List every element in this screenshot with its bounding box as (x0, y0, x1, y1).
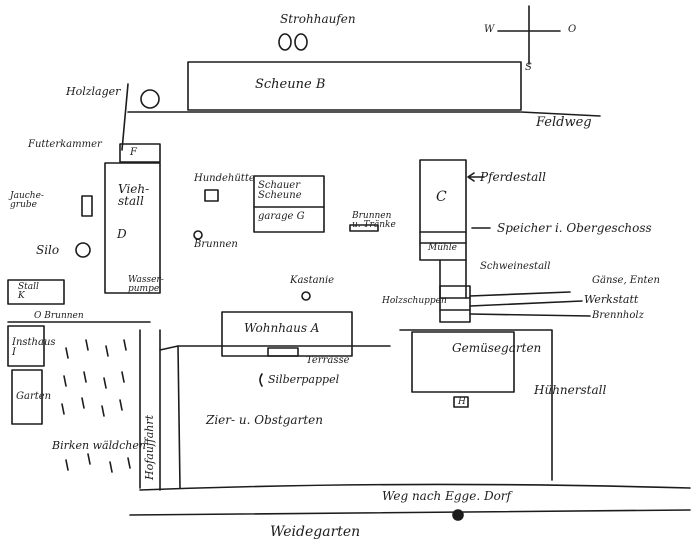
label-silberpappel: Silberpappel (268, 373, 340, 386)
label-h: H (458, 397, 466, 407)
label-schweinestall: Schweinestall (480, 261, 551, 272)
label-c: C (436, 189, 447, 205)
hundehuette-box (204, 189, 219, 202)
garten-bed (11, 369, 43, 425)
viehstall-building (104, 162, 161, 294)
compass-w-label: W (484, 24, 495, 35)
gemuesegarten-bed (411, 331, 515, 393)
label-garten: Garten (16, 391, 52, 402)
scheune-b-building (187, 61, 522, 111)
stall-k-building (7, 279, 65, 305)
terrasse-box (267, 347, 299, 357)
ziergarten-fence-left (177, 345, 181, 489)
kastanie-circle (301, 291, 311, 301)
label-strohhaufen: Strohhaufen (280, 12, 356, 26)
werkstatt-pointer (469, 300, 583, 307)
label-gaense: Gänse, Enten (592, 275, 660, 286)
west-boundary-top (121, 83, 129, 151)
compass-s-label: S (525, 62, 532, 73)
insthaus-building (7, 325, 45, 367)
label-hundehuette: Hundehütte (194, 173, 255, 184)
dorfweg-south-edge (129, 509, 691, 516)
jauchegrube-box (81, 195, 93, 217)
label-wasserpumpe: Wasser- pumpe (128, 275, 164, 294)
huehnerstall-box (453, 396, 469, 408)
label-feldweg: Feldweg (536, 115, 592, 130)
pferdestall-building (419, 159, 467, 261)
label-speicher: Speicher i. Obergeschoss (497, 221, 652, 235)
strohhaufen-heap-2 (294, 33, 308, 51)
label-brunnen-tranke: Brunnen u. Tränke (352, 211, 396, 230)
label-ziergarten: Zier- u. Obstgarten (206, 413, 323, 427)
strohhaufen-heap-1 (278, 33, 292, 51)
label-brunnen: Brunnen (194, 239, 238, 250)
dorfweg-north-edge (139, 483, 691, 491)
label-werkstatt: Werkstatt (584, 293, 639, 306)
gemuesegarten-outline (399, 329, 553, 481)
label-holzschuppen: Holzschuppen (382, 296, 447, 306)
label-scheune-b: Scheune B (255, 77, 326, 92)
label-birkenwaeldchen: Birken wäldchen (52, 439, 146, 452)
label-wohnhaus: Wohnhaus A (244, 321, 320, 335)
label-kastanie: Kastanie (290, 275, 335, 286)
label-weidegarten: Weidegarten (270, 524, 361, 540)
label-schauer-scheune: Schauer Scheune (258, 180, 302, 201)
label-brennholz: Brennholz (592, 310, 644, 321)
label-f: F (130, 147, 137, 158)
tranke-box (349, 224, 379, 232)
label-stall-k: Stall K (18, 282, 39, 301)
label-terrasse: Terrasse (306, 355, 350, 366)
pferdestall-arrow (467, 172, 485, 182)
label-d: D (117, 227, 127, 241)
label-jauchegrube: Jauche- grube (10, 191, 44, 210)
futterkammer-box (119, 143, 161, 163)
brunnen-circle (193, 230, 203, 240)
brennholz-pointer (469, 313, 591, 317)
label-silo: Silo (36, 243, 60, 257)
compass-o-label: O (568, 24, 577, 35)
label-garage: garage G (258, 211, 305, 222)
label-futterkammer: Futterkammer (28, 139, 102, 150)
silo-circle (75, 242, 91, 258)
label-holzlager: Holzlager (66, 85, 121, 98)
silberpappel-mark (259, 373, 263, 387)
label-o-brunnen: O Brunnen (34, 311, 84, 321)
holzlager-circle (140, 89, 160, 109)
label-gemuesegarten: Gemüsegarten (452, 341, 542, 355)
label-weg-dorf: Weg nach Egge. Dorf (382, 489, 511, 503)
ink-blot (452, 509, 464, 521)
label-viehstall: Vieh- stall (118, 182, 150, 208)
label-huehnerstall: Hühnerstall (534, 383, 607, 397)
schauer-scheune-building (253, 175, 325, 233)
holzschuppen-building (439, 285, 471, 323)
label-pferdestall: Pferdestall (480, 170, 546, 184)
feldweg-line (520, 111, 601, 117)
label-muehle: Mühle (428, 243, 458, 253)
label-insthaus: Insthaus I (12, 337, 56, 358)
birken-trees (61, 339, 131, 473)
gaense-pointer (469, 291, 571, 297)
